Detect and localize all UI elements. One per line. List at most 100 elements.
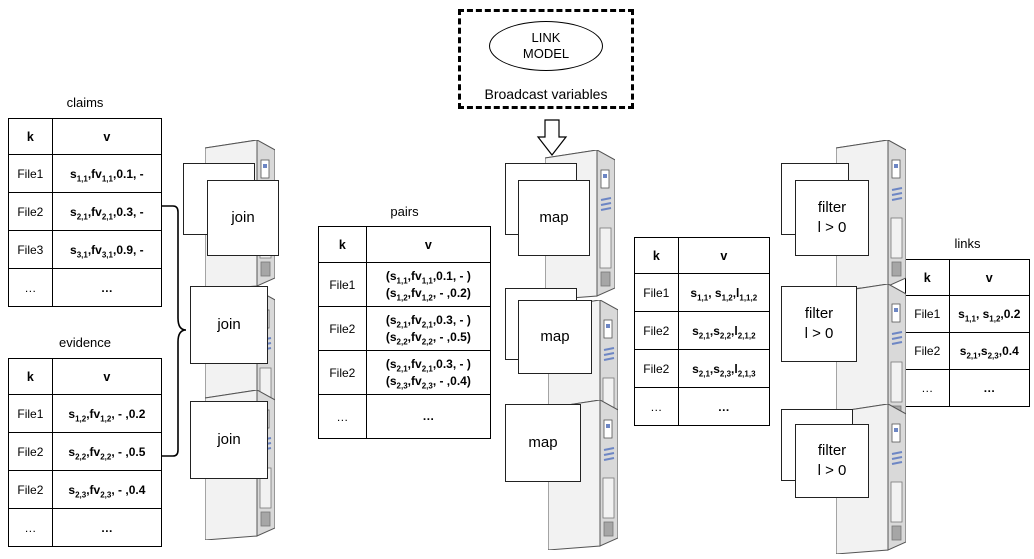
links-row: …… (905, 369, 1031, 407)
map-label: map (528, 434, 558, 451)
links-title: links (954, 236, 981, 251)
claims-value-cell: s2,1,fv2,1,0.3, - (51, 192, 163, 231)
filter-label-line1: filter (817, 199, 847, 216)
mapped-key-cell: … (634, 387, 679, 426)
pairs-value-line1: (s2,1,fv2,1,0.3, - ) (385, 356, 471, 373)
evidence-header-v: v (51, 358, 163, 395)
claims-key-cell: File1 (8, 154, 53, 193)
evidence-value-cell: s2,3,fv2,3, - ,0.4 (51, 470, 163, 509)
pairs-value-cell: (s2,1,fv2,1,0.3, - )(s2,2,fv2,2, - ,0.5) (365, 306, 492, 351)
map-label: map (540, 328, 570, 345)
claims-key-cell: File2 (8, 192, 53, 231)
mapped-key-cell: File1 (634, 273, 679, 312)
evidence-header-k: k (8, 358, 53, 395)
join-card: join (190, 401, 268, 479)
evidence-key-cell: File2 (8, 470, 53, 509)
pairs-value-cell: (s1,1,fv1,1,0.1, - )(s1,2,fv1,2, - ,0.2) (365, 262, 492, 307)
pairs-value-cell: … (365, 394, 492, 439)
filter-label-line1: filter (817, 442, 847, 459)
filter-label: filter l > 0 (818, 441, 847, 481)
pairs-value-line2: (s2,2,fv2,2, - ,0.5) (385, 329, 471, 346)
claims-header-v: v (51, 118, 163, 155)
map-label: map (539, 209, 569, 226)
links-value-cell: s2,1,s2,3,0.4 (948, 332, 1031, 370)
filter-card: filter l > 0 (795, 180, 869, 256)
broadcast-variables-label: Broadcast variables (484, 86, 608, 102)
filter-label-line2: l > 0 (817, 462, 847, 479)
evidence-key-cell: … (8, 508, 53, 547)
mapped-key-cell: File2 (634, 311, 679, 350)
claims-row: …… (8, 268, 163, 307)
join-label: join (231, 209, 255, 226)
claims-title: claims (66, 95, 104, 110)
filter-card: filter l > 0 (781, 286, 857, 362)
filter-label: filter l > 0 (805, 304, 834, 344)
claims-value-cell: … (51, 268, 163, 307)
filter-card: filter l > 0 (795, 424, 869, 498)
pairs-title: pairs (390, 204, 419, 219)
evidence-key-cell: File2 (8, 432, 53, 471)
evidence-title: evidence (58, 335, 112, 350)
claims-value-cell: s3,1,fv3,1,0.9, - (51, 230, 163, 269)
evidence-row: …… (8, 508, 163, 547)
filter-label-line2: l > 0 (804, 325, 834, 342)
map-card: map (518, 300, 592, 374)
join-label: join (217, 316, 241, 333)
pairs-row: …… (318, 394, 492, 439)
pairs-row: File2(s2,1,fv2,1,0.3, - )(s2,2,fv2,2, - … (318, 306, 492, 351)
join-card: join (190, 286, 268, 364)
links-key-cell: File1 (905, 295, 950, 333)
broadcast-variables-box: LINK MODEL Broadcast variables (458, 9, 634, 109)
pairs-value-line2: (s1,2,fv1,2, - ,0.2) (385, 285, 471, 302)
pairs-value-line2: (s2,3,fv2,3, - ,0.4) (385, 373, 471, 390)
evidence-value-cell: s2,2,fv2,2, - ,0.5 (51, 432, 163, 471)
merge-brace (162, 205, 187, 457)
pairs-key-cell: File2 (318, 350, 367, 395)
filter-label-line1: filter (804, 305, 834, 322)
join-label: join (217, 431, 241, 448)
pairs-value-line1: (s1,1,fv1,1,0.1, - ) (385, 268, 471, 285)
evidence-value-cell: … (51, 508, 163, 547)
claims-key-cell: … (8, 268, 53, 307)
filter-label: filter l > 0 (818, 198, 847, 238)
claims-value-cell: s1,1,fv1,1,0.1, - (51, 154, 163, 193)
mapped-header-v: v (677, 237, 771, 274)
pairs-value-cell: (s2,1,fv2,1,0.3, - )(s2,3,fv2,3, - ,0.4) (365, 350, 492, 395)
links-header-v: v (948, 259, 1031, 296)
filter-label-line2: l > 0 (817, 219, 847, 236)
pairs-value-line1: … (422, 409, 435, 423)
pairs-row: File2(s2,1,fv2,1,0.3, - )(s2,3,fv2,3, - … (318, 350, 492, 395)
pairs-table: k v File1(s1,1,fv1,1,0.1, - )(s1,2,fv1,2… (318, 226, 492, 439)
mapped-key-cell: File2 (634, 349, 679, 388)
pairs-header-k: k (318, 226, 367, 263)
pairs-key-cell: File1 (318, 262, 367, 307)
mapped-value-cell: s1,1, s1,2,l1,1,2 (677, 273, 771, 312)
join-card: join (207, 180, 279, 256)
links-header-k: k (905, 259, 950, 296)
claims-header-k: k (8, 118, 53, 155)
pairs-row: File1(s1,1,fv1,1,0.1, - )(s1,2,fv1,2, - … (318, 262, 492, 307)
links-value-cell: … (948, 369, 1031, 407)
map-card: map (518, 180, 590, 256)
links-key-cell: File2 (905, 332, 950, 370)
pairs-key-cell: File2 (318, 306, 367, 351)
mapped-value-cell: s2,1,s2,3,l2,1,3 (677, 349, 771, 388)
claims-key-cell: File3 (8, 230, 53, 269)
pairs-value-line1: (s2,1,fv2,1,0.3, - ) (385, 312, 471, 329)
map-card: map (505, 404, 581, 482)
evidence-value-cell: s1,2,fv1,2, - ,0.2 (51, 394, 163, 433)
mapped-value-cell: … (677, 387, 771, 426)
